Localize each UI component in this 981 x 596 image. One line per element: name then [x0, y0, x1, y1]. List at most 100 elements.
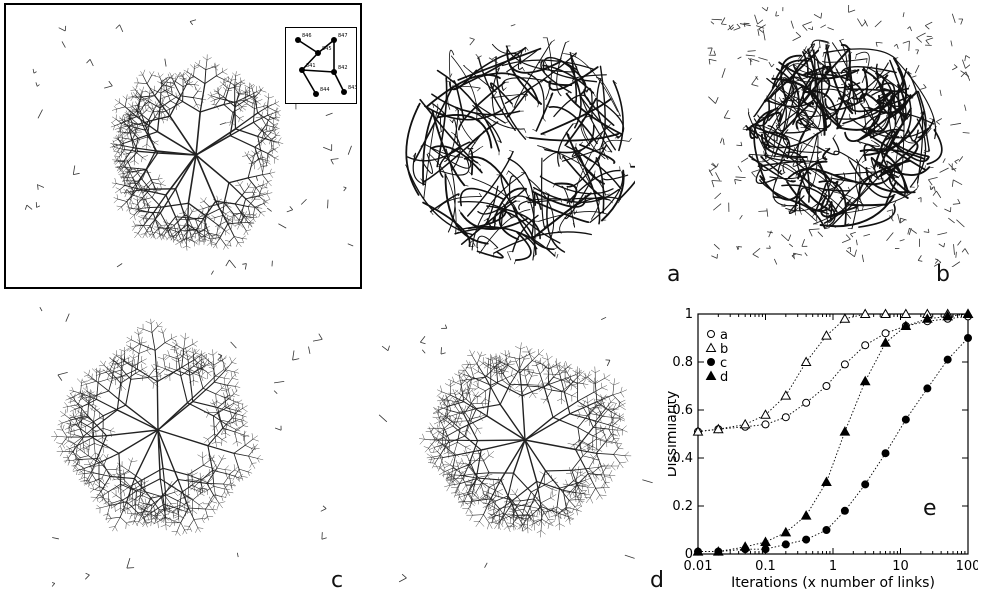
data-point: [923, 384, 932, 393]
data-point: [821, 476, 832, 486]
tree-branches: [419, 342, 632, 538]
y-tick-label: 0.2: [672, 499, 693, 514]
data-point: [922, 313, 933, 323]
data-point: [781, 413, 790, 422]
series-line: [697, 313, 968, 433]
inset-node-label: 847: [338, 33, 348, 39]
x-tick-label: 0.01: [684, 559, 713, 574]
inset-node: [313, 91, 319, 97]
panel-d-plot: [375, 290, 655, 590]
data-point: [760, 409, 771, 419]
x-tick-label: 0.1: [755, 559, 776, 574]
data-point: [880, 308, 891, 318]
data-point: [942, 310, 954, 321]
legend-marker: [705, 370, 717, 380]
data-point: [964, 334, 972, 342]
data-point: [739, 418, 751, 429]
inset-node-label: 842: [338, 65, 348, 71]
data-point: [712, 546, 724, 556]
network-fragments: [378, 316, 653, 583]
data-point: [761, 545, 770, 554]
data-point: [901, 415, 910, 424]
y-tick-label: 0.6: [672, 403, 693, 418]
data-point: [822, 382, 831, 390]
data-point: [802, 398, 811, 407]
tangled-edges: [742, 38, 943, 230]
legend-label: a: [720, 328, 728, 343]
data-point: [861, 341, 870, 350]
tree-branches: [51, 318, 264, 536]
panel-label-a: a: [667, 262, 681, 287]
legend-marker: [707, 358, 715, 366]
data-point: [692, 546, 704, 556]
data-point: [881, 449, 890, 458]
network-fragments: [24, 19, 354, 275]
data-point: [840, 360, 849, 369]
panel-label-d: d: [650, 568, 664, 593]
inset-node-label: 844: [320, 87, 330, 93]
data-point: [861, 480, 870, 489]
inset-node-label: 845: [322, 46, 332, 52]
tree-network-a: [24, 19, 354, 275]
x-tick-label: 10: [892, 559, 909, 574]
tree-network-d: [378, 316, 653, 583]
legend-label: d: [720, 370, 728, 385]
inset-node-label: 846: [302, 33, 312, 39]
data-point: [859, 375, 871, 386]
inset-node-label: 843: [348, 85, 356, 91]
panel-label-b: b: [936, 262, 950, 287]
tangled-edges: [405, 37, 635, 265]
data-point: [780, 390, 792, 400]
network-fragments: [39, 307, 327, 587]
panel-c-plot: [20, 300, 350, 590]
tree-branches: [109, 54, 284, 251]
data-point: [802, 535, 811, 544]
y-axis-label: Dissimilarity: [668, 391, 680, 478]
data-point: [900, 320, 912, 330]
y-tick-label: 0.4: [672, 451, 693, 466]
tangled-network-b: [707, 5, 970, 267]
inset-node: [295, 37, 301, 43]
data-point: [900, 308, 912, 318]
panel-a-plot: [405, 20, 635, 275]
data-point: [881, 329, 890, 338]
inset-node: [331, 69, 337, 75]
data-point: [800, 510, 812, 520]
x-tick-label: 1: [829, 559, 837, 574]
tangled-network-a: [405, 24, 635, 265]
inset-node: [341, 89, 347, 95]
series-c: [694, 334, 972, 556]
panel-label-c: c: [331, 568, 344, 593]
y-tick-label: 1: [685, 307, 693, 322]
network-fragments: [469, 24, 559, 261]
panel-label-e: e: [923, 496, 937, 521]
data-point: [962, 308, 974, 318]
legend-marker: [707, 330, 715, 338]
panel-b-plot: [705, 5, 970, 267]
inset-node: [299, 67, 305, 73]
data-point: [822, 526, 831, 534]
x-tick-label: 100: [956, 559, 978, 574]
data-point: [781, 540, 790, 549]
data-point: [839, 313, 851, 323]
series-b: [692, 308, 974, 436]
data-point: [839, 426, 851, 436]
data-point: [800, 356, 812, 366]
y-tick-label: 0.8: [672, 355, 693, 370]
y-tick-label: 0: [685, 547, 693, 562]
data-point: [821, 330, 832, 340]
network-fragments: [707, 5, 970, 267]
data-point: [880, 337, 891, 347]
inset-node: [315, 50, 321, 56]
legend-label: c: [720, 356, 727, 371]
data-point: [943, 355, 952, 364]
series-a: [694, 312, 972, 436]
tree-network-c: [39, 307, 327, 587]
data-point: [780, 526, 792, 537]
